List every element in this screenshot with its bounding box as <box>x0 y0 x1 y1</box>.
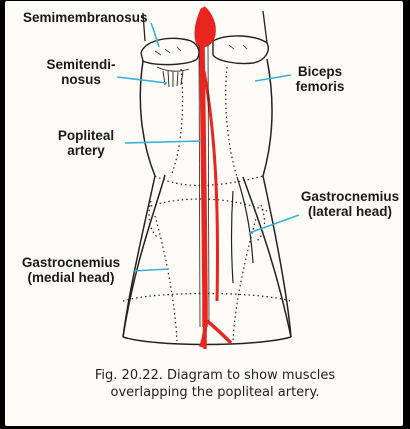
label-semimembranosus: Semimembranosus <box>23 10 148 25</box>
label-biceps-line2: femoris <box>281 79 359 94</box>
caption-line2: overlapping the popliteal artery. <box>65 384 365 401</box>
label-popliteal-artery: Popliteal artery <box>45 128 127 158</box>
leader-semimembranosus <box>151 23 159 47</box>
leader-gastro-medial <box>133 269 169 271</box>
label-gastrocnemius-medial: Gastrocnemius (medial head) <box>13 255 129 285</box>
label-biceps-femoris: Biceps femoris <box>281 64 359 94</box>
label-popliteal-line1: Popliteal <box>45 128 127 143</box>
semitendinosus-tendon <box>157 67 189 87</box>
label-gastro-medial-line1: Gastrocnemius <box>13 255 129 270</box>
figure-panel: Semimembranosus Semitendi- nosus Biceps … <box>5 1 403 426</box>
label-semitendinosus-line2: nosus <box>33 72 129 87</box>
caption-line1: Fig. 20.22. Diagram to show muscles <box>65 367 365 384</box>
label-semitendinosus: Semitendi- nosus <box>33 57 129 87</box>
label-gastro-lateral-line1: Gastrocnemius <box>295 189 405 204</box>
leader-popliteal <box>125 141 201 143</box>
label-semitendinosus-line1: Semitendi- <box>33 57 129 72</box>
gastrocnemius-lateral-contour <box>232 177 254 283</box>
label-gastro-lateral-line2: (lateral head) <box>295 204 405 219</box>
label-popliteal-line2: artery <box>45 143 127 158</box>
figure-caption: Fig. 20.22. Diagram to show muscles over… <box>65 367 365 401</box>
label-biceps-line1: Biceps <box>281 64 359 79</box>
label-gastro-medial-line2: (medial head) <box>13 270 129 285</box>
label-gastrocnemius-lateral: Gastrocnemius (lateral head) <box>295 189 405 219</box>
popliteal-artery <box>195 7 231 349</box>
